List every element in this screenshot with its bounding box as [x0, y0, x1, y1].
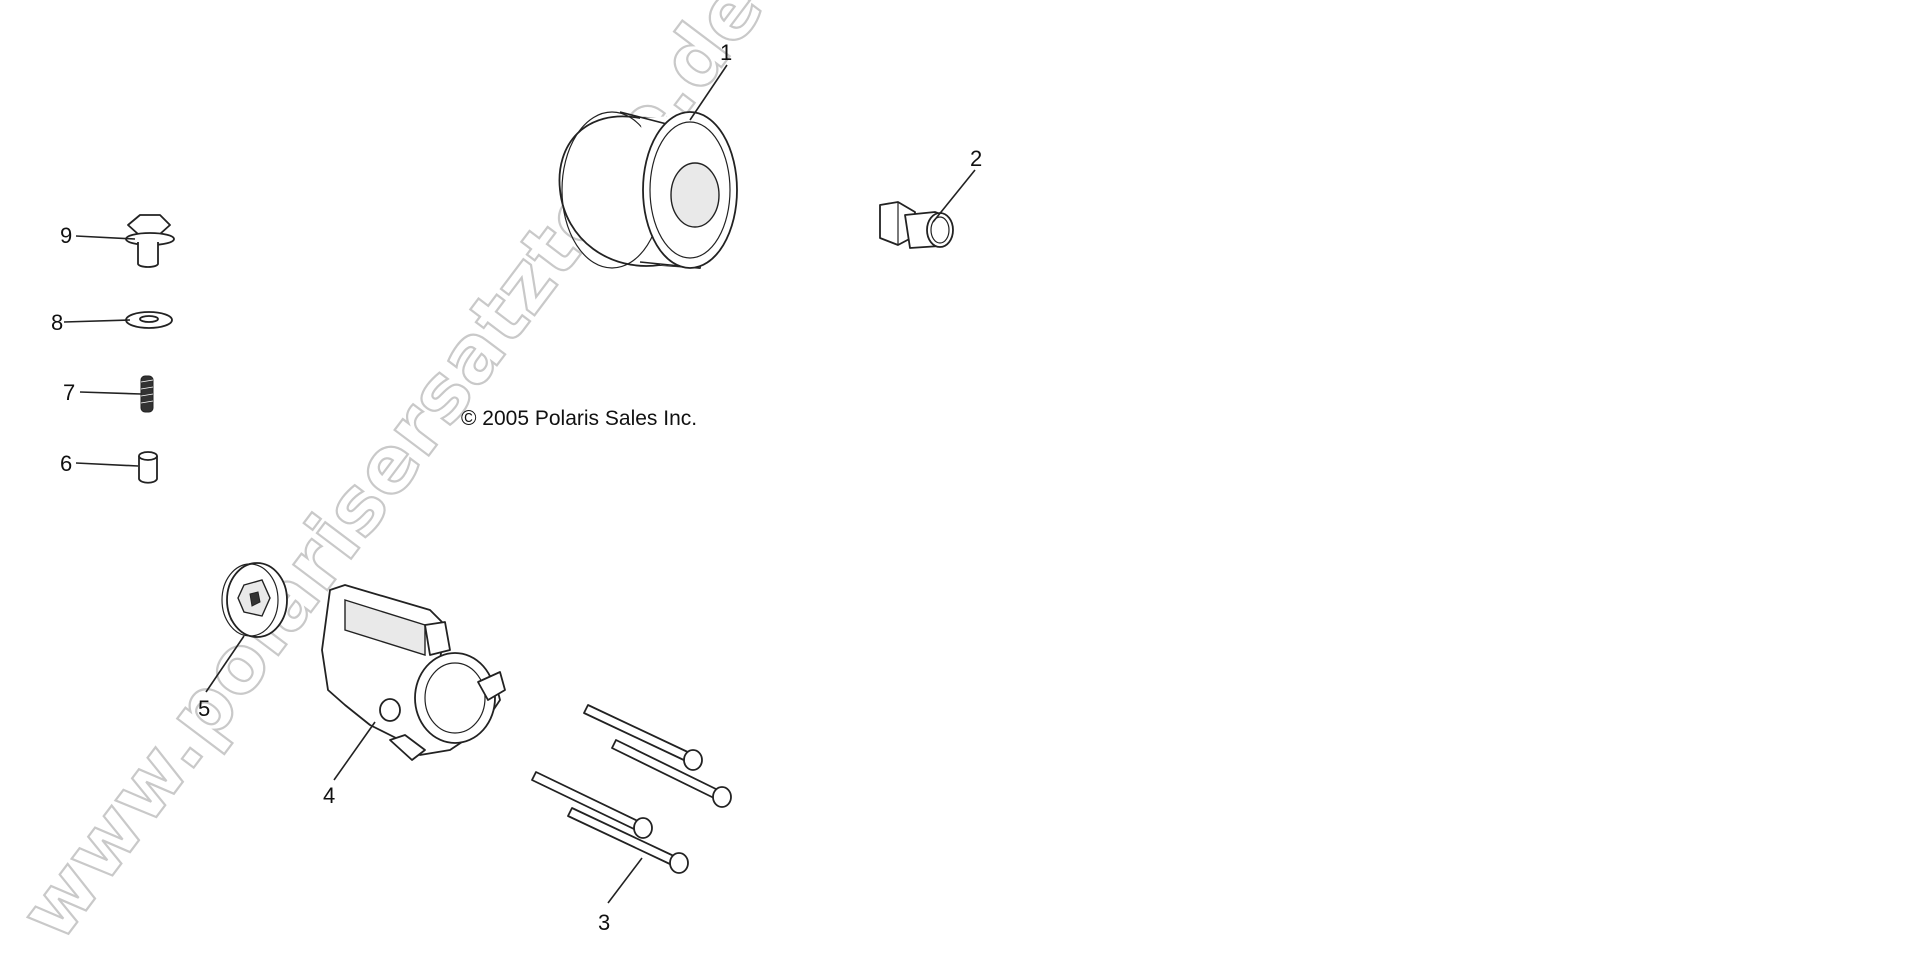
- callout-9: 9: [60, 223, 72, 248]
- leader-6: [75, 462, 139, 467]
- callout-3: 3: [598, 910, 610, 935]
- bolt-d: [567, 807, 689, 874]
- leader-5: [205, 635, 245, 693]
- part-5-rotor[interactable]: [221, 562, 288, 638]
- callout-1: 1: [720, 40, 732, 65]
- callout-8: 8: [51, 310, 63, 335]
- copyright-text: © 2005 Polaris Sales Inc.: [461, 407, 697, 430]
- part-3-bolts[interactable]: [531, 704, 732, 874]
- part-4-pump-housing[interactable]: [321, 584, 506, 761]
- leader-7: [79, 391, 142, 395]
- leader-3: [607, 857, 643, 904]
- part-1-oil-filter[interactable]: [558, 111, 738, 269]
- leader-2: [932, 169, 976, 223]
- callout-2: 2: [970, 146, 982, 171]
- part-9-bolt[interactable]: [125, 214, 175, 268]
- bolt-b: [611, 739, 732, 808]
- part-2-fitting[interactable]: [879, 201, 954, 249]
- part-8-washer[interactable]: [125, 311, 173, 329]
- callout-6: 6: [60, 451, 72, 476]
- leader-1: [689, 64, 728, 121]
- callout-4: 4: [323, 783, 335, 808]
- bolt-c: [531, 771, 653, 839]
- leader-8: [63, 319, 131, 323]
- part-7-spring[interactable]: [140, 375, 154, 413]
- leader-9: [75, 235, 136, 240]
- leader-4: [333, 721, 376, 781]
- bolt-a: [583, 704, 703, 771]
- part-6-pin[interactable]: [138, 451, 158, 484]
- callout-7: 7: [63, 380, 75, 405]
- callout-5: 5: [198, 696, 210, 721]
